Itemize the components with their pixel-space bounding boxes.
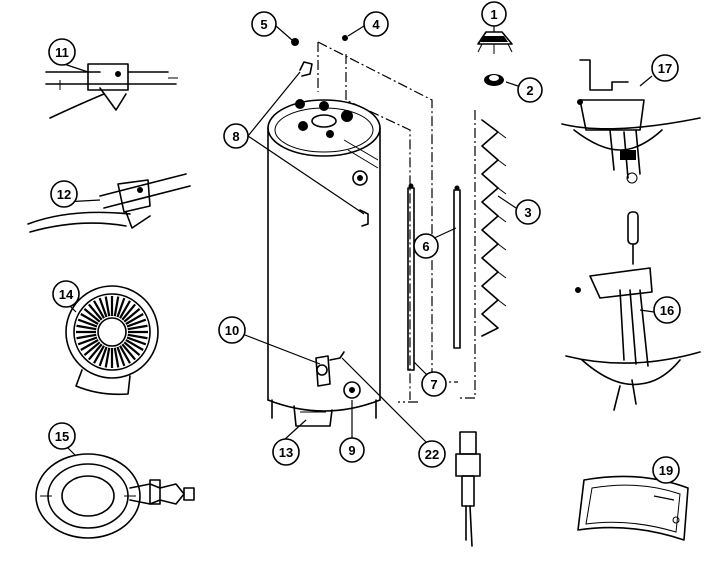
piezo-igniter xyxy=(455,431,481,547)
callout-4: 4 xyxy=(363,11,389,37)
callout-2: 2 xyxy=(517,77,543,103)
callout-11: 11 xyxy=(48,38,76,66)
burner-slot xyxy=(126,318,147,328)
burner-slot xyxy=(83,308,101,323)
callouts: 1 2 3 4 5 6 7 8 9 10 11 12 13 14 15 16 1… xyxy=(48,1,681,484)
burner-slot xyxy=(127,324,148,331)
svg-text:22: 22 xyxy=(425,447,439,462)
thermocouple-assembly xyxy=(45,63,178,119)
callout-8: 8 xyxy=(223,123,249,149)
svg-text:8: 8 xyxy=(232,129,239,144)
gas-valve-assembly xyxy=(565,211,701,411)
burner-slot xyxy=(126,336,147,346)
burner-slot xyxy=(88,343,103,361)
callout-13: 13 xyxy=(272,438,300,466)
burner-slot xyxy=(98,297,108,318)
exploded-view-lines xyxy=(317,41,476,403)
callout-1: 1 xyxy=(481,1,507,27)
burner-slot xyxy=(123,308,141,323)
burner-slot xyxy=(80,313,99,325)
burner-slot xyxy=(93,345,105,364)
burner-slot xyxy=(119,300,131,319)
svg-text:3: 3 xyxy=(524,205,531,220)
callout-19: 19 xyxy=(652,456,680,484)
burner-slot xyxy=(119,345,131,364)
callout-9: 9 xyxy=(339,437,365,463)
main-burner xyxy=(65,285,159,396)
burner-slot xyxy=(116,297,126,318)
svg-text:6: 6 xyxy=(422,239,429,254)
nipple-4 xyxy=(342,35,348,41)
burner-slot xyxy=(113,347,120,368)
burner-slot xyxy=(121,343,136,361)
callout-17: 17 xyxy=(651,54,679,82)
burner-slot xyxy=(98,346,108,367)
gas-control-valve xyxy=(561,59,701,184)
burner-slot xyxy=(88,303,103,321)
flue-cap xyxy=(477,31,513,54)
burner-slot xyxy=(104,296,111,317)
anode-rod xyxy=(407,183,461,371)
svg-text:2: 2 xyxy=(526,83,533,98)
burner-slot xyxy=(116,346,126,367)
burner-slot xyxy=(125,339,144,351)
callout-5: 5 xyxy=(251,11,277,37)
ring-burner xyxy=(35,453,195,539)
burner-slot xyxy=(76,333,97,340)
leader-lines xyxy=(61,25,675,501)
svg-text:5: 5 xyxy=(260,17,267,32)
svg-text:16: 16 xyxy=(660,303,674,318)
burner-slot xyxy=(80,339,99,351)
burner-slot xyxy=(83,341,101,356)
callout-6: 6 xyxy=(413,233,439,259)
burner-slot xyxy=(113,296,120,317)
burner-slot xyxy=(104,347,111,368)
svg-text:15: 15 xyxy=(55,429,69,444)
burner-slot xyxy=(76,324,97,331)
callout-12: 12 xyxy=(50,180,78,208)
inner-door xyxy=(577,475,689,541)
flue-baffle xyxy=(481,119,507,337)
callout-16: 16 xyxy=(653,296,681,324)
burner-slot xyxy=(77,318,98,328)
svg-text:14: 14 xyxy=(59,287,74,302)
burner-slot xyxy=(77,336,98,346)
svg-text:4: 4 xyxy=(372,17,380,32)
svg-text:10: 10 xyxy=(225,323,239,338)
callout-15: 15 xyxy=(48,422,76,450)
svg-text:19: 19 xyxy=(659,463,673,478)
svg-text:17: 17 xyxy=(658,61,672,76)
svg-text:9: 9 xyxy=(348,443,355,458)
callout-7: 7 xyxy=(421,371,447,397)
pilot-assembly xyxy=(27,173,191,233)
burner-slot xyxy=(93,300,105,319)
svg-text:7: 7 xyxy=(430,377,437,392)
burner-slot xyxy=(127,333,148,340)
burner-slot xyxy=(121,303,136,321)
callout-3: 3 xyxy=(515,199,541,225)
callout-10: 10 xyxy=(218,316,246,344)
svg-text:11: 11 xyxy=(55,45,69,60)
burner-slot xyxy=(125,313,144,325)
callout-14: 14 xyxy=(52,280,80,308)
flue-collar xyxy=(484,74,504,86)
callout-22: 22 xyxy=(418,440,446,468)
burner-slot xyxy=(123,341,141,356)
water-heater-tank xyxy=(267,61,381,427)
svg-text:12: 12 xyxy=(57,187,71,202)
svg-text:1: 1 xyxy=(490,7,497,22)
svg-text:13: 13 xyxy=(279,445,293,460)
nipple-5 xyxy=(291,38,299,46)
